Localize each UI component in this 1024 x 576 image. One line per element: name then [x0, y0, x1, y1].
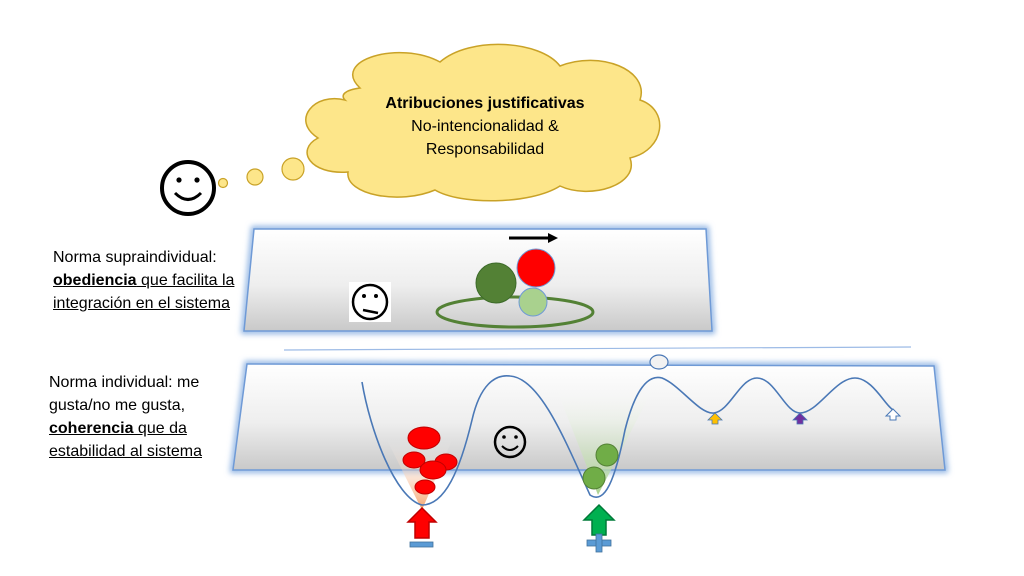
individual-line-4: estabilidad al sistema	[49, 443, 202, 460]
cloud-line-3: Responsabilidad	[425, 141, 545, 158]
red-up-arrow-icon	[406, 506, 438, 539]
direction-arrow	[509, 233, 558, 243]
individual-line-3: coherencia que da	[49, 417, 229, 440]
supraindividual-caption: Norma supraindividual: obediencia que fa…	[53, 246, 253, 315]
green-up-arrow-icon	[582, 503, 616, 536]
neutral-face-icon	[349, 282, 391, 322]
dark-green-ball	[475, 262, 517, 304]
thought-cloud	[305, 43, 661, 202]
purple-up-arrow-icon	[792, 412, 808, 425]
minus-sign-icon	[409, 541, 434, 548]
thought-bubble-medium	[246, 168, 264, 186]
individual-line-3-rest: que da	[133, 420, 187, 437]
individual-bold-word: coherencia	[49, 420, 134, 437]
green-ball-upper	[595, 443, 619, 467]
supra-line-1: Norma supraindividual:	[53, 249, 217, 266]
thought-bubble-large	[281, 157, 305, 181]
red-ball	[516, 248, 556, 288]
red-ball-cluster	[402, 426, 458, 495]
light-green-ball	[518, 287, 548, 317]
separator-line	[283, 346, 912, 351]
thought-bubble-small	[217, 177, 229, 189]
cloud-line-2: No-intencionalidad &	[411, 118, 559, 135]
small-smiley-icon	[493, 425, 527, 459]
supra-bold-word: obediencia	[53, 272, 137, 289]
orbit-ellipse	[435, 295, 595, 329]
supra-line-2: obediencia que facilita la	[53, 269, 253, 292]
plus-sign-icon	[586, 533, 612, 553]
green-ball-lower	[582, 466, 606, 490]
supra-line-2-rest: que facilita la	[136, 272, 235, 289]
smiley-face-icon	[160, 160, 216, 216]
individual-caption: Norma individual: me gusta/no me gusta, …	[49, 371, 229, 463]
cloud-title: Atribuciones justificativas	[385, 95, 585, 112]
supra-line-3: integración en el sistema	[53, 295, 230, 312]
unstable-ball	[649, 354, 669, 370]
white-up-arrow-icon	[884, 408, 902, 421]
individual-line-1: Norma individual: me	[49, 374, 200, 391]
orange-up-arrow-icon	[707, 412, 723, 425]
individual-line-2: gusta/no me gusta,	[49, 397, 186, 414]
cloud-caption: Atribuciones justificativas No-intencion…	[360, 92, 610, 161]
